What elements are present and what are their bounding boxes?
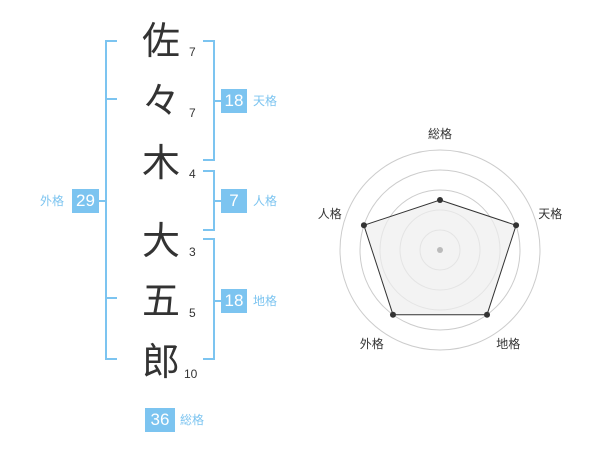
gaikaku-bracket-top (105, 40, 117, 42)
gaikaku-value-badge: 29 (72, 189, 99, 213)
name-char-3: 木 (141, 141, 180, 185)
stroke-count-4: 3 (189, 245, 196, 259)
tenkaku-bracket-spine (213, 40, 215, 161)
jinkaku-bracket-top (203, 170, 215, 172)
tenkaku-bracket-connector (215, 100, 221, 102)
stroke-count-2: 7 (189, 106, 196, 120)
gaikaku-bracket-tick-lower (105, 297, 117, 299)
tenkaku-label: 天格 (253, 94, 278, 108)
stroke-count-6: 10 (184, 367, 198, 381)
gaikaku-bracket-spine (105, 40, 107, 360)
radar-ring-5 (339, 149, 541, 351)
soukaku-label: 総格 (180, 413, 205, 427)
radar-point-4 (389, 311, 396, 318)
chikaku-bracket-connector (215, 300, 221, 302)
jinkaku-bracket-bottom (203, 229, 215, 231)
chikaku-value-badge: 18 (221, 289, 247, 313)
gaikaku-bracket-tick-upper (105, 98, 117, 100)
chikaku-bracket-spine (213, 238, 215, 360)
stroke-count-3: 4 (189, 167, 196, 181)
radar-axis-label-4: 外格 (360, 336, 384, 351)
name-char-4: 大 (141, 219, 180, 263)
tenkaku-bracket-top (203, 40, 215, 42)
chikaku-bracket-top (203, 238, 215, 240)
name-char-5: 五 (141, 279, 180, 323)
radar-axis-label-1: 総格 (428, 126, 452, 141)
soukaku-value-badge: 36 (145, 408, 175, 432)
name-char-1: 佐 (141, 19, 180, 63)
radar-axis-label-5: 人格 (318, 206, 342, 221)
radar-axis-label-2: 天格 (538, 206, 562, 221)
stroke-count-1: 7 (189, 45, 196, 59)
tenkaku-bracket-bottom (203, 159, 215, 161)
radar-area (363, 199, 517, 316)
jinkaku-bracket-spine (213, 170, 215, 231)
tenkaku-value-badge: 18 (221, 89, 247, 113)
radar-axis-label-3: 地格 (496, 336, 520, 351)
radar-point-2 (513, 222, 520, 229)
stroke-count-5: 5 (189, 306, 196, 320)
jinkaku-label: 人格 (253, 194, 278, 208)
name-char-2: 々 (141, 79, 180, 123)
radar-point-1 (437, 197, 443, 203)
radar-center-dot (437, 247, 443, 253)
chikaku-label: 地格 (253, 294, 278, 308)
jinkaku-value-badge: 7 (221, 189, 247, 213)
jinkaku-bracket-connector (215, 200, 221, 202)
radar-ring-4 (359, 169, 521, 331)
chikaku-bracket-bottom (203, 358, 215, 360)
radar-point-3 (484, 311, 491, 318)
radar-point-5 (360, 222, 367, 229)
gaikaku-label: 外格 (40, 194, 65, 208)
name-char-6: 郎 (141, 340, 180, 384)
gaikaku-bracket-bottom (105, 358, 117, 360)
gaikaku-bracket-connector (99, 200, 105, 202)
